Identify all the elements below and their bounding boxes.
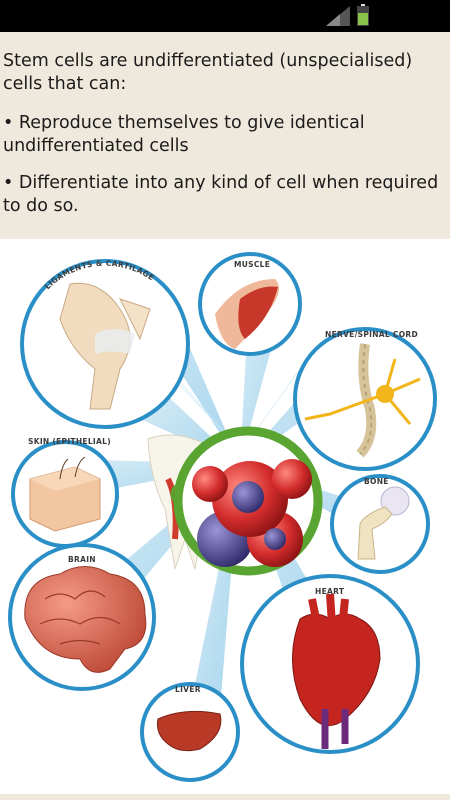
label-muscle: MUSCLE (234, 260, 270, 269)
label-bone: BONE (364, 477, 389, 486)
label-nerve: NERVE/SPINAL CORD (325, 330, 418, 339)
intro-text: Stem cells are undifferentiated (unspeci… (3, 51, 413, 94)
stem-cells-center (173, 426, 323, 576)
signal-icon (326, 6, 350, 26)
label-brain: BRAIN (68, 555, 96, 564)
skin-circle (11, 440, 119, 548)
intro-panel: Stem cells are undifferentiated (unspeci… (0, 32, 450, 239)
label-stem-cells: STEM CELLS (221, 446, 275, 455)
ligaments-cartilage-circle (20, 259, 190, 429)
nerve-circle (293, 327, 437, 471)
label-liver: LIVER (175, 685, 201, 694)
muscle-circle (198, 252, 302, 356)
bone-circle (330, 474, 430, 574)
heart-circle (240, 574, 420, 754)
brain-circle (8, 543, 156, 691)
status-bar (0, 0, 450, 32)
bottom-strip (0, 794, 450, 800)
label-skin: SKIN (EPITHELIAL) (28, 437, 111, 446)
liver-circle (140, 682, 240, 782)
battery-icon (357, 4, 369, 26)
stem-cell-diagram: LIGAMENTS & CARTILAGE MUSCLE NERVE/SPINA… (0, 239, 450, 794)
bullet-differentiate: • Differentiate into any kind of cell wh… (3, 173, 439, 216)
label-heart: HEART (315, 587, 345, 596)
bullet-reproduce: • Reproduce themselves to give identical… (3, 113, 365, 156)
